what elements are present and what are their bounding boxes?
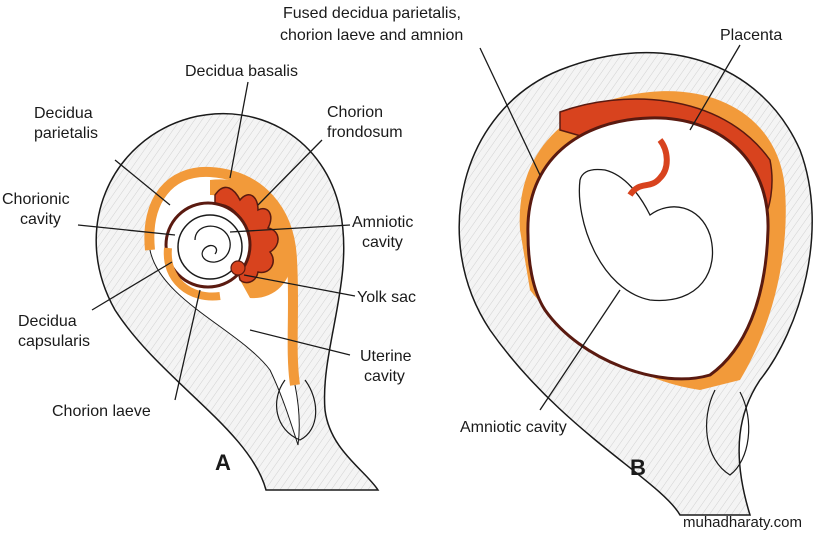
labels-b: Fused decidua parietalis, chorion laeve …: [280, 5, 782, 480]
label-amniotic-cavity-b: Amniotic cavity: [460, 419, 567, 436]
cervix-b: [705, 389, 750, 476]
fetus-b: [578, 168, 714, 302]
label-fused-1: Fused decidua parietalis,: [283, 5, 461, 22]
label-fused-2: chorion laeve and amnion: [280, 27, 463, 44]
embryo-a: [194, 225, 231, 263]
panel-letter-a: A: [215, 450, 231, 475]
label-decidua-capsularis-2: capsularis: [18, 333, 90, 350]
label-chorionic-cavity-2: cavity: [20, 211, 61, 228]
label-amniotic-cavity-a-2: cavity: [362, 234, 403, 251]
label-decidua-parietalis-2: parietalis: [34, 125, 98, 142]
cervix-a: [276, 379, 317, 441]
decidua-capsularis-a: [163, 247, 221, 301]
label-chorion-frondosum-2: frondosum: [327, 124, 403, 141]
label-placenta: Placenta: [720, 27, 782, 44]
label-yolk-sac: Yolk sac: [357, 289, 416, 306]
label-amniotic-cavity-a-1: Amniotic: [352, 214, 413, 231]
panel-letter-b: B: [630, 455, 646, 480]
leader-lines: [77, 44, 741, 411]
decidua-basalis-a: [210, 179, 293, 299]
label-decidua-parietalis-1: Decidua: [34, 105, 93, 122]
label-chorion-laeve: Chorion laeve: [52, 403, 151, 420]
panel-b: [458, 51, 813, 516]
watermark: muhadharaty.com: [683, 514, 802, 531]
label-uterine-cavity-1: Uterine: [360, 348, 412, 365]
panel-a: [95, 113, 380, 491]
label-decidua-basalis: Decidua basalis: [185, 63, 298, 80]
label-uterine-cavity-2: cavity: [364, 368, 405, 385]
label-chorionic-cavity-1: Chorionic: [2, 191, 70, 208]
amnion-a: [177, 214, 243, 280]
umbilical-cord-b: [627, 138, 670, 197]
labels-a: Decidua basalis Decidua parietalis Chori…: [2, 63, 416, 475]
yolk-sac-a: [230, 260, 246, 276]
label-decidua-capsularis-1: Decidua: [18, 313, 77, 330]
label-chorion-frondosum-1: Chorion: [327, 104, 383, 121]
